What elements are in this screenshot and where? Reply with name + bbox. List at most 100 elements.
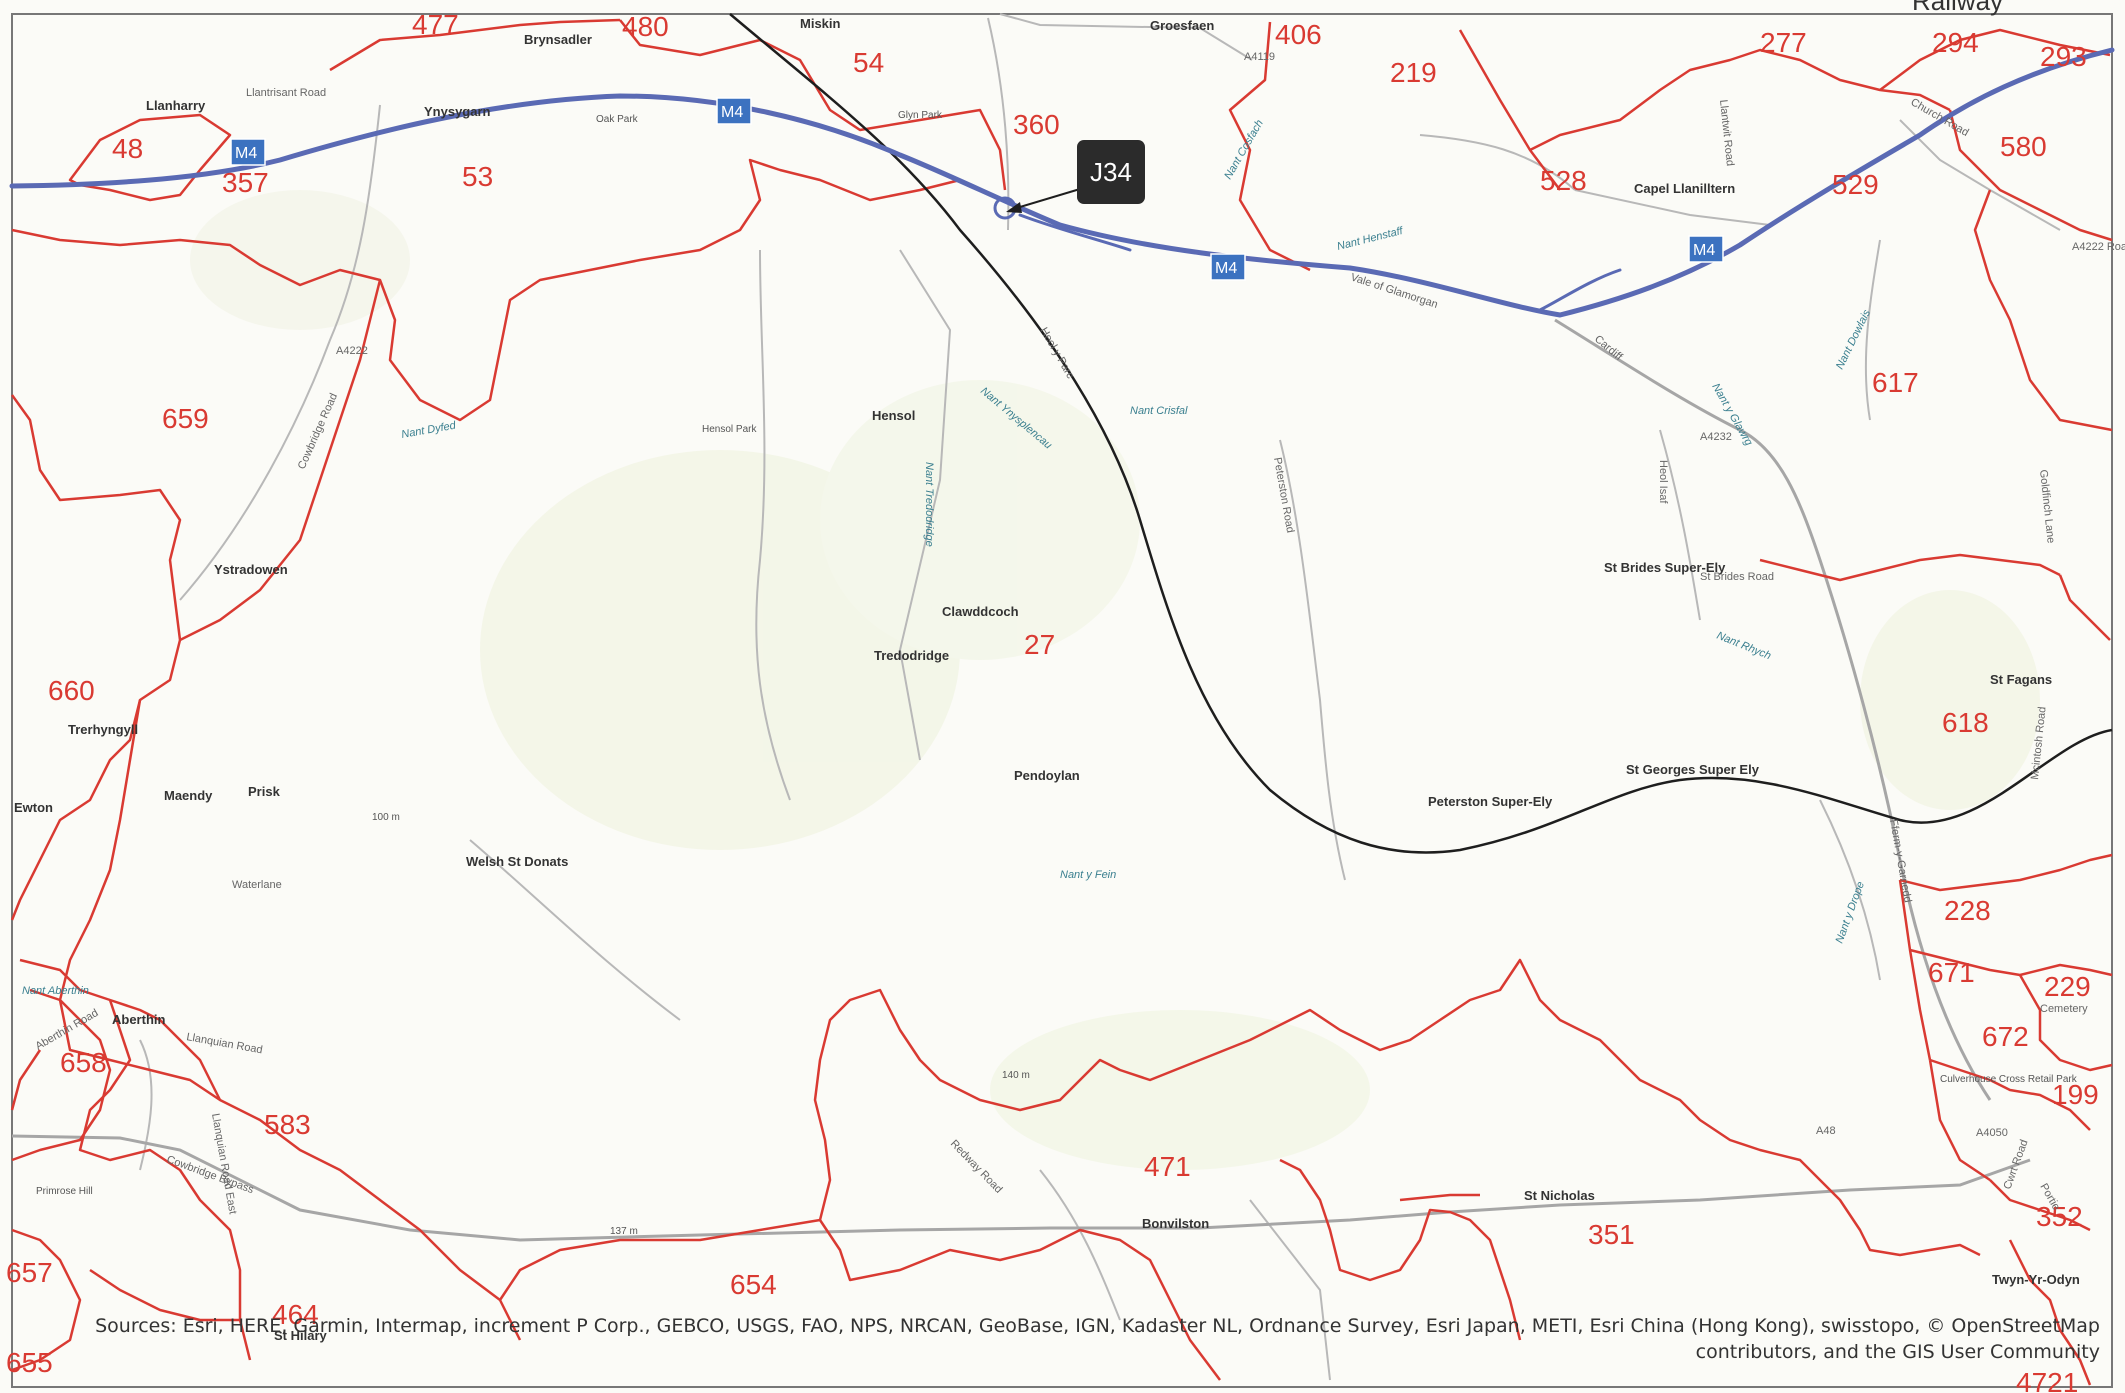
zone-label: 580 — [2000, 131, 2047, 162]
m4-shield: M4 — [1688, 235, 1724, 263]
zone-label: 471 — [1144, 1151, 1191, 1182]
callout-pointer — [1009, 185, 1091, 211]
zone-label: 27 — [1024, 629, 1055, 660]
place-label: Prisk — [248, 784, 281, 799]
road-label: Llantrisant Road — [246, 87, 326, 99]
road-label: 137 m — [610, 1226, 638, 1237]
place-label: Hensol Park — [702, 424, 757, 435]
zone-label: 480 — [622, 11, 669, 42]
road-label: Heol Isaf — [1657, 460, 1669, 504]
zone-label: 583 — [264, 1109, 311, 1140]
m4-shields: M4 M4 M4 M4 — [230, 97, 1724, 281]
zone-label: 293 — [2040, 41, 2087, 72]
place-label: Groesfaen — [1150, 18, 1214, 33]
place-label: Primrose Hill — [36, 1186, 93, 1197]
road-label: A4232 — [1700, 431, 1732, 443]
road-label: 140 m — [1002, 1070, 1030, 1081]
road-label: Waterlane — [232, 879, 282, 891]
road-label: A48 — [1816, 1125, 1836, 1137]
zone-label: 54 — [853, 47, 884, 78]
zone-label: 4721 — [2016, 1367, 2078, 1393]
zone-label: 672 — [1982, 1021, 2029, 1052]
place-label: Ewton — [14, 800, 53, 815]
road-label: A4119 — [1244, 51, 1275, 63]
zone-label: 277 — [1760, 27, 1807, 58]
zone-label: 219 — [1390, 57, 1437, 88]
attribution-text: Sources: Esri, HERE, Garmin, Intermap, i… — [95, 1315, 2100, 1363]
place-label: Ynysygarn — [424, 104, 491, 119]
place-label: St Brides Super-Ely — [1604, 560, 1726, 575]
m4-shield: M4 — [1210, 253, 1246, 281]
place-label: Welsh St Donats — [466, 854, 568, 869]
road-label: A4222 Road — [2072, 241, 2125, 253]
m4-motorway — [9, 47, 2115, 318]
place-label: Capel Llanilltern — [1634, 181, 1735, 196]
place-label: Oak Park — [596, 114, 639, 125]
road-label: Cemetery — [2040, 1003, 2088, 1015]
junction-callout[interactable]: J34 — [1077, 140, 1145, 204]
place-label: Peterston Super-Ely — [1428, 794, 1553, 809]
map-attribution: Sources: Esri, HERE, Garmin, Intermap, i… — [10, 1313, 2100, 1365]
place-label: Maendy — [164, 788, 213, 803]
place-label: Hensol — [872, 408, 915, 423]
place-label: Bonvilston — [1142, 1216, 1209, 1231]
place-label: Pendoylan — [1014, 768, 1080, 783]
zone-label: 660 — [48, 675, 95, 706]
map-border — [11, 13, 2113, 1388]
water-label: Nant Crisfal — [1130, 405, 1188, 417]
zone-label: 294 — [1932, 27, 1979, 58]
zone-label: 655 — [6, 1347, 53, 1378]
place-label: Glyn Park — [898, 110, 943, 121]
zone-label: 351 — [1588, 1219, 1635, 1250]
zone-label: 529 — [1832, 169, 1879, 200]
place-label: Miskin — [800, 16, 841, 31]
place-label: Culverhouse Cross Retail Park — [1940, 1074, 2078, 1085]
zone-label: 406 — [1275, 19, 1322, 50]
zone-label: 617 — [1872, 367, 1919, 398]
place-label: St Fagans — [1990, 672, 2052, 687]
road-label: St Brides Road — [1700, 571, 1774, 583]
place-label: Clawddcoch — [942, 604, 1019, 619]
zone-label: 360 — [1013, 109, 1060, 140]
place-label: Twyn-Yr-Odyn — [1992, 1272, 2080, 1287]
m4-shield: M4 — [230, 138, 266, 166]
zone-label: 352 — [2036, 1201, 2083, 1232]
place-label: Llanharry — [146, 98, 206, 113]
zone-label: 229 — [2044, 971, 2091, 1002]
place-label: Trerhyngyll — [68, 722, 138, 737]
zone-label: 53 — [462, 161, 493, 192]
m4-shield: M4 — [716, 97, 752, 125]
terrain-shading — [190, 190, 2040, 1170]
water-label: Nant Tredodridge — [923, 462, 935, 547]
road-label: A4222 — [336, 345, 368, 357]
place-label: Tredodridge — [874, 648, 949, 663]
water-label: Nant y Fein — [1060, 869, 1116, 881]
zone-label: 477 — [412, 9, 459, 40]
place-label: Aberthin — [112, 1012, 166, 1027]
svg-text:M4: M4 — [1215, 260, 1237, 277]
railway — [729, 13, 2113, 854]
zone-boundaries — [10, 18, 2113, 1386]
svg-text:M4: M4 — [1693, 242, 1715, 259]
zone-label: 657 — [6, 1257, 53, 1288]
place-label: St Hilary — [274, 1328, 328, 1343]
zone-label: 357 — [222, 167, 269, 198]
place-labels: Brynsadler Miskin Groesfaen Llanharry Yn… — [14, 16, 2080, 1343]
road-label: A4050 — [1976, 1127, 2008, 1139]
road-label: 100 m — [372, 812, 400, 823]
a-roads — [11, 318, 2031, 1242]
zone-label: 658 — [60, 1047, 107, 1078]
svg-text:M4: M4 — [721, 104, 743, 121]
zone-label: 528 — [1540, 165, 1587, 196]
callout-arrowhead-icon — [1006, 202, 1022, 213]
place-label: St Nicholas — [1524, 1188, 1595, 1203]
place-label: Brynsadler — [524, 32, 592, 47]
legend-railway-label: Railway — [1912, 0, 2004, 16]
zone-label: 618 — [1942, 707, 1989, 738]
water-label: Nant Aberthin — [22, 985, 89, 997]
zone-label: 654 — [730, 1269, 777, 1300]
zone-label: 199 — [2052, 1079, 2099, 1110]
zone-label: 671 — [1928, 957, 1975, 988]
